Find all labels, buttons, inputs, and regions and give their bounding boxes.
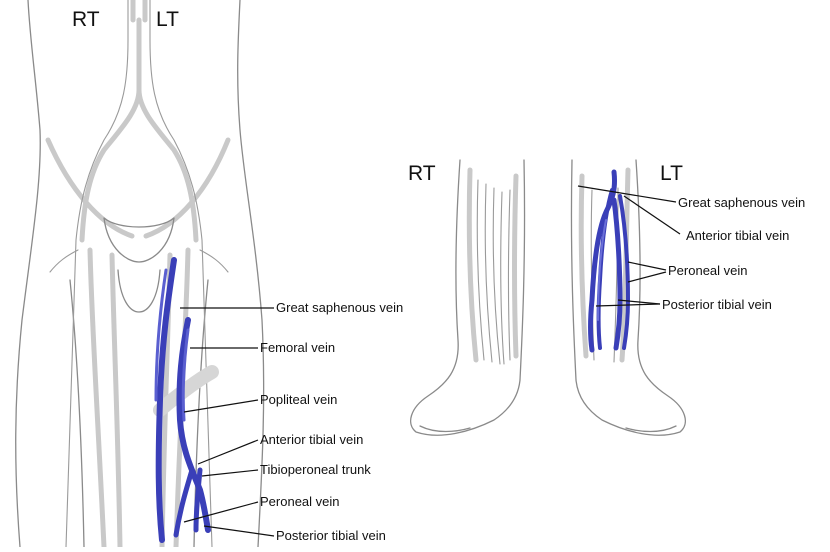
label-tibioperoneal-trunk: Tibioperoneal trunk bbox=[260, 462, 371, 477]
label-popliteal-vein: Popliteal vein bbox=[260, 392, 337, 407]
label-anterior-tibial-vein: Anterior tibial vein bbox=[260, 432, 363, 447]
calf-panel: RT LT Great saphenous vein Anterior tibi… bbox=[408, 160, 805, 435]
thigh-side-right-label: RT bbox=[72, 8, 100, 31]
calf-side-right-label: RT bbox=[408, 162, 436, 185]
calf-vessels-right bbox=[469, 170, 516, 364]
aorta-iliac-vessels bbox=[50, 0, 228, 547]
thigh-side-left-label: LT bbox=[156, 8, 179, 31]
label-great-saphenous-vein: Great saphenous vein bbox=[276, 300, 403, 315]
thigh-panel: RT LT Great saphenous vein Femoral vein … bbox=[16, 0, 403, 547]
lower-leg-outlines bbox=[411, 160, 686, 435]
label-posterior-tibial-vein: Posterior tibial vein bbox=[276, 528, 386, 543]
calf-side-left-label: LT bbox=[660, 162, 683, 185]
calf-label-great-saphenous-vein: Great saphenous vein bbox=[678, 195, 805, 210]
calf-label-peroneal-vein: Peroneal vein bbox=[668, 263, 748, 278]
label-peroneal-vein: Peroneal vein bbox=[260, 494, 340, 509]
calf-label-posterior-tibial-vein: Posterior tibial vein bbox=[662, 297, 772, 312]
calf-label-anterior-tibial-vein: Anterior tibial vein bbox=[686, 228, 789, 243]
label-femoral-vein: Femoral vein bbox=[260, 340, 335, 355]
